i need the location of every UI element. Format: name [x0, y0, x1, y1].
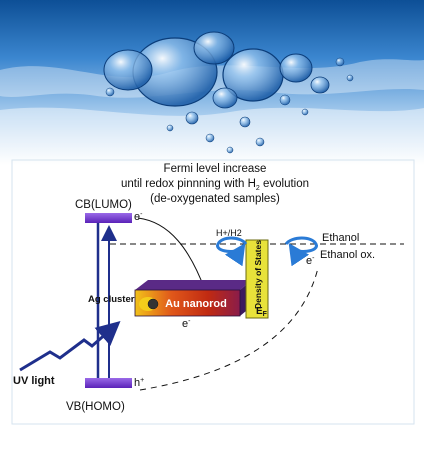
- header-line-2: until redox pinnning with H2 evolution: [121, 178, 309, 192]
- h-couple-label: H+/H2: [216, 228, 242, 238]
- au-nanorod: Au nanorod: [134, 280, 252, 317]
- h-swirl-icon: [216, 236, 248, 267]
- vb-label: VB(HOMO): [66, 401, 125, 413]
- ethanol-ox-label: Ethanol ox.: [320, 249, 375, 261]
- bubbles: [103, 31, 354, 154]
- ethanol-label: Ethanol: [322, 232, 359, 244]
- uv-light-arrow: [19, 321, 121, 372]
- au-nanorod-label: Au nanorod: [165, 298, 227, 310]
- header-line-1: Fermi level increase: [164, 163, 267, 175]
- right-electron: e-: [306, 255, 315, 267]
- hole-return-curve: [139, 267, 319, 391]
- diagram-frame: [11, 159, 415, 425]
- rod-electron: e-: [182, 318, 191, 330]
- cb-band: [85, 213, 132, 223]
- header-line-3: (de-oxygenated samples): [150, 193, 280, 205]
- uv-light-label: UV light: [13, 375, 55, 387]
- dos-bar: [245, 239, 269, 319]
- ethanol-swirl-icon: [284, 236, 318, 267]
- ef-label: EF: [256, 306, 268, 318]
- vb-band: [85, 378, 132, 388]
- dos-label: Density of States: [253, 240, 263, 309]
- cb-electron: e-: [134, 211, 143, 223]
- vb-hole: h+: [134, 377, 144, 389]
- ag-cluster-label: Ag cluster: [88, 294, 135, 305]
- cb-label: CB(LUMO): [75, 199, 132, 211]
